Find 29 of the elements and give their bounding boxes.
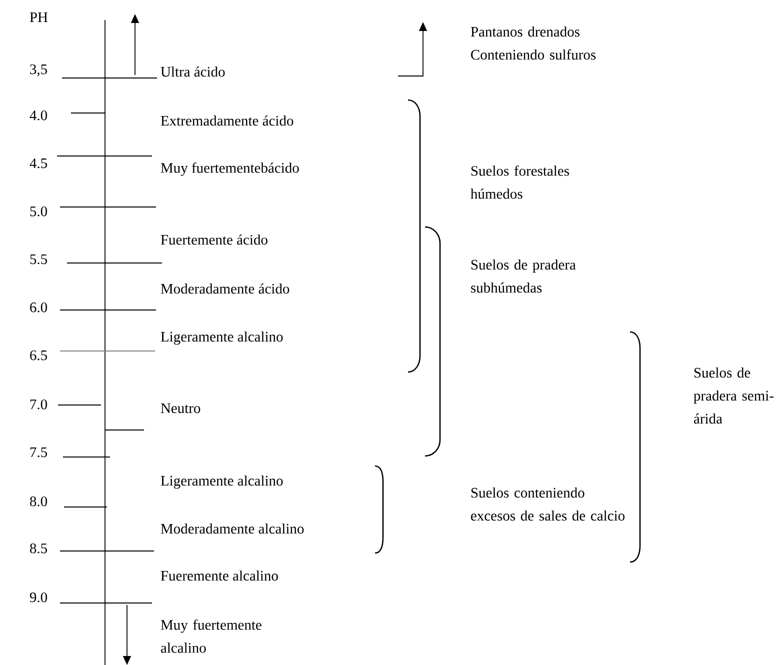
tick-label: 8.0: [30, 496, 48, 506]
tick-label: 8.5: [30, 543, 47, 554]
category-label: Fuertemente ácido: [160, 234, 268, 245]
category-label: Muy fuertementebácido: [160, 162, 299, 176]
tick-label: 7.5: [30, 447, 47, 458]
tick-label: 3,5: [30, 64, 47, 76]
tick-label: 6.0: [30, 302, 48, 312]
soil-type-label: Pantanos drenados Conteniendo sulfuros: [470, 26, 596, 60]
category-label: Moderadamente ácido: [160, 283, 290, 294]
tick-label: 4.5: [30, 158, 47, 168]
tick-label: 4.0: [30, 110, 48, 120]
soil-type-label: Suelos forestales húmedos: [470, 165, 569, 199]
category-label: Neutro: [160, 403, 200, 414]
category-label: Moderadamente alcalino: [160, 523, 304, 534]
tick-label: 5.0: [30, 206, 48, 216]
soil-type-label: Suelos conteniendo excesos de sales de calcio: [471, 487, 625, 521]
tick-label: 9.0: [30, 592, 48, 602]
tick-label: 6.5: [30, 350, 47, 360]
category-label: Extremadamente ácido: [160, 115, 294, 126]
category-label: Ligeramente alcalino: [160, 475, 283, 489]
category-label: Muy fuertemente alcalino: [160, 619, 262, 653]
soil-type-label: Suelos de pradera semi-árida: [694, 367, 774, 424]
tick-label: 7.0: [30, 399, 48, 410]
axis-title: PH: [30, 12, 48, 22]
soil-type-label: Suelos de pradera subhúmedas: [471, 259, 576, 293]
category-label: Ultra ácido: [160, 66, 225, 77]
category-label: Ligeramente alcalino: [160, 331, 283, 345]
tick-label: 5.5: [30, 254, 47, 264]
category-label: Fueremente alcalino: [160, 570, 278, 581]
